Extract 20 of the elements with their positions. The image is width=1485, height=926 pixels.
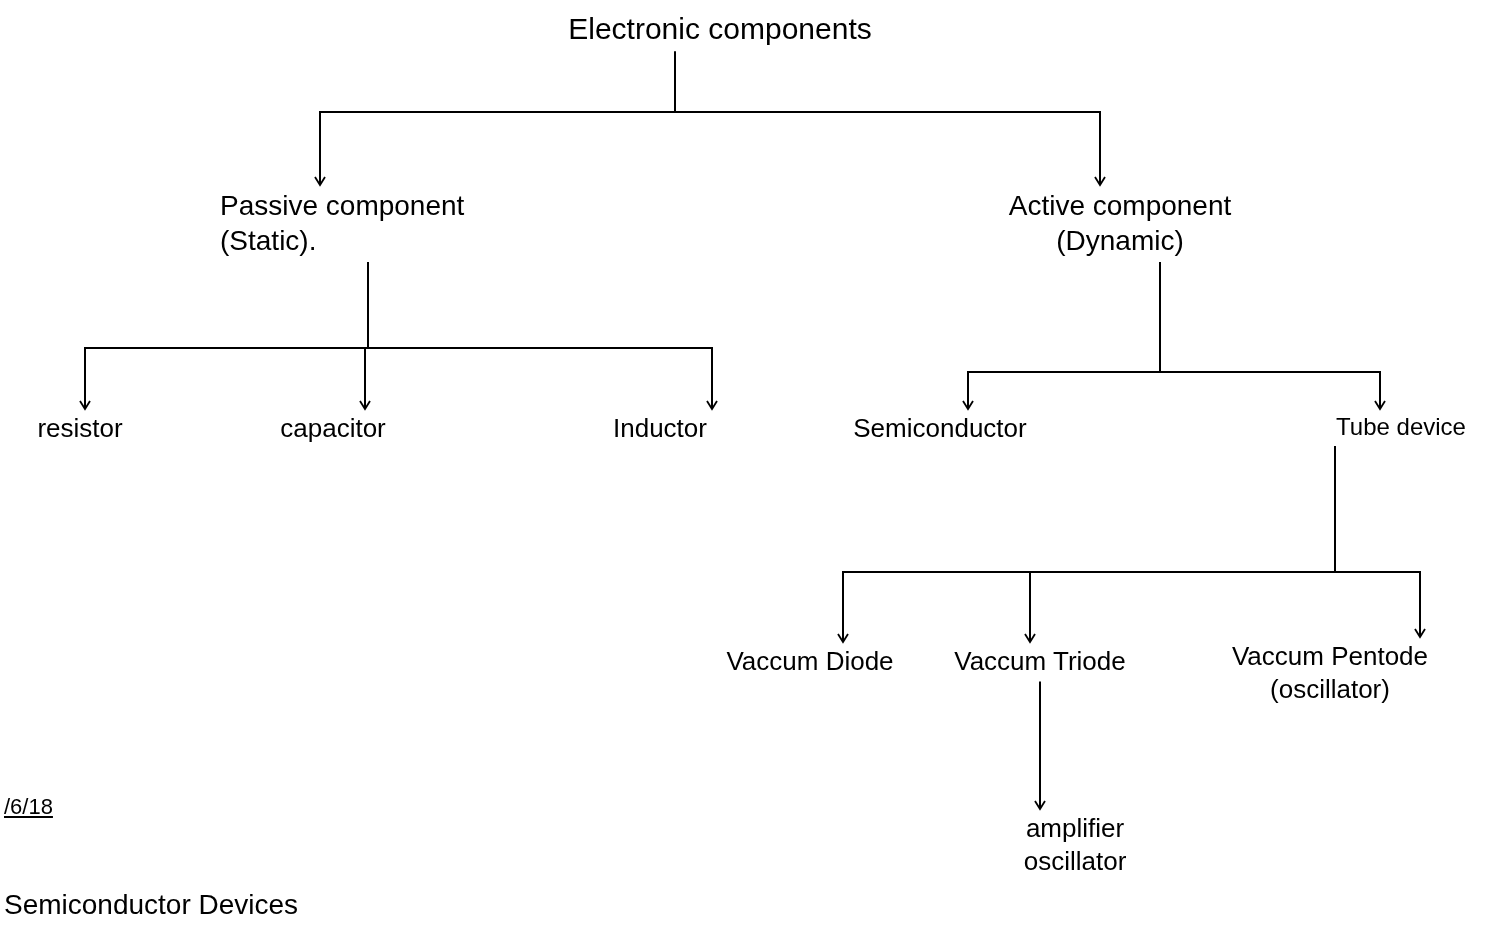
- note-text: Semiconductor Devices: [4, 888, 299, 922]
- node-label: Passive component (Static).: [220, 189, 466, 258]
- node-label: Vaccum Triode: [954, 645, 1126, 678]
- node-label: Vaccum Pentode: [1231, 640, 1429, 673]
- node-label: Semiconductor: [853, 412, 1027, 445]
- node-label: (oscillator): [1270, 672, 1390, 705]
- arrow: [674, 50, 1106, 186]
- node-label: resistor: [37, 412, 123, 445]
- node-label: amplifier oscillator: [1022, 812, 1128, 877]
- node-label: Tube device: [1336, 412, 1466, 442]
- node-label: Inductor: [613, 412, 707, 445]
- arrow: [1034, 680, 1046, 810]
- arrow: [1159, 261, 1386, 410]
- node-label: Active component (Dynamic): [1007, 189, 1233, 258]
- node-label: Vaccum Diode: [726, 645, 894, 678]
- arrow: [1334, 445, 1426, 638]
- note-text: /6/18: [4, 793, 53, 821]
- node-label: capacitor: [280, 412, 386, 445]
- node-label: Electronic components: [568, 11, 872, 47]
- arrow: [367, 261, 718, 410]
